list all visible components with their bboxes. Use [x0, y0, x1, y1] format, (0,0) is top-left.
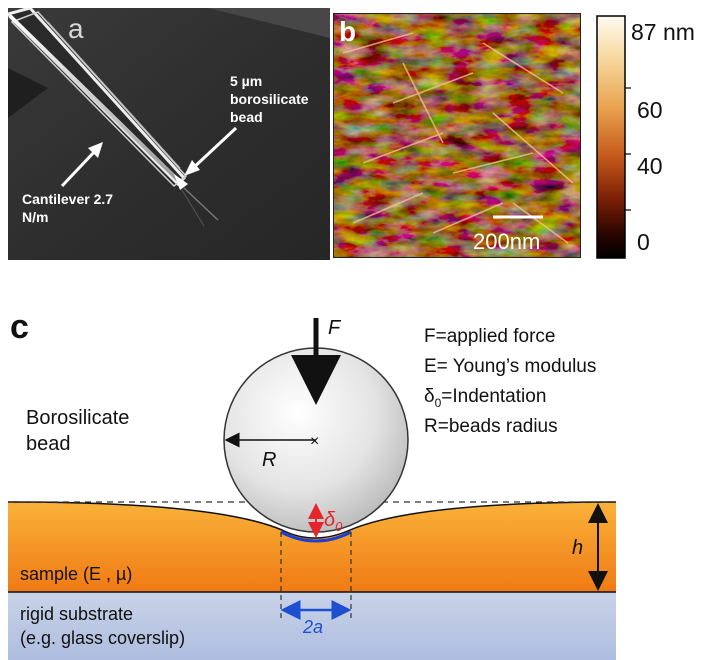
afm-height-map: b 200nm — [333, 13, 581, 258]
panel-a-letter: a — [68, 13, 84, 44]
height-symbol: h — [572, 537, 583, 559]
sample-label: sample (E , µ) — [20, 564, 132, 584]
legend-line4: R=beads radius — [424, 416, 558, 437]
contact-width-label: 2a — [302, 617, 323, 637]
scale-bar-label: 200nm — [473, 229, 540, 254]
substrate-label-line1: rigid substrate — [20, 604, 133, 624]
colorbar-gradient — [596, 15, 626, 259]
cantilever-arrow — [60, 148, 98, 188]
radius-symbol: R — [262, 449, 276, 471]
substrate-label-line2: (e.g. glass coverslip) — [20, 628, 185, 648]
legend-line1: F=applied force — [424, 326, 556, 347]
bead-label-line3: bead — [230, 109, 263, 125]
bead-label-line1: Borosilicate — [26, 407, 129, 429]
contact-region — [280, 530, 352, 543]
sem-image-cantilever: a 5 µm borosilicate bead Cantilever 2.7 … — [8, 8, 330, 260]
colorbar-max-label: 87 nm — [631, 19, 695, 45]
cantilever-label-line2: N/m — [22, 209, 48, 225]
panel-c-letter: c — [10, 308, 29, 346]
svg-text:×: × — [310, 433, 319, 450]
panel-b-letter: b — [339, 16, 356, 47]
height-colorbar: 87 nm 60 40 0 — [596, 15, 695, 259]
sample-layer — [8, 502, 616, 592]
indentation-symbol: δ0 — [324, 509, 343, 534]
legend-line3: δ0=Indentation — [424, 386, 546, 410]
bead-label-line2: borosilicate — [230, 91, 309, 107]
cantilever-label-line1: Cantilever 2.7 — [22, 191, 113, 207]
indentation-schematic: F × R δ0 2a h c Borosilicate bead F=appl… — [7, 308, 617, 660]
bead-label-line1: 5 µm — [230, 73, 262, 89]
bead-arrow — [189, 126, 238, 172]
colorbar-tick-60: 60 — [637, 97, 663, 123]
colorbar-tick-0: 0 — [637, 229, 650, 255]
colorbar-tick-40: 40 — [637, 153, 663, 179]
force-symbol: F — [328, 317, 342, 339]
bead-label-line2: bead — [26, 433, 71, 455]
legend-line2: E= Young’s modulus — [424, 356, 596, 377]
